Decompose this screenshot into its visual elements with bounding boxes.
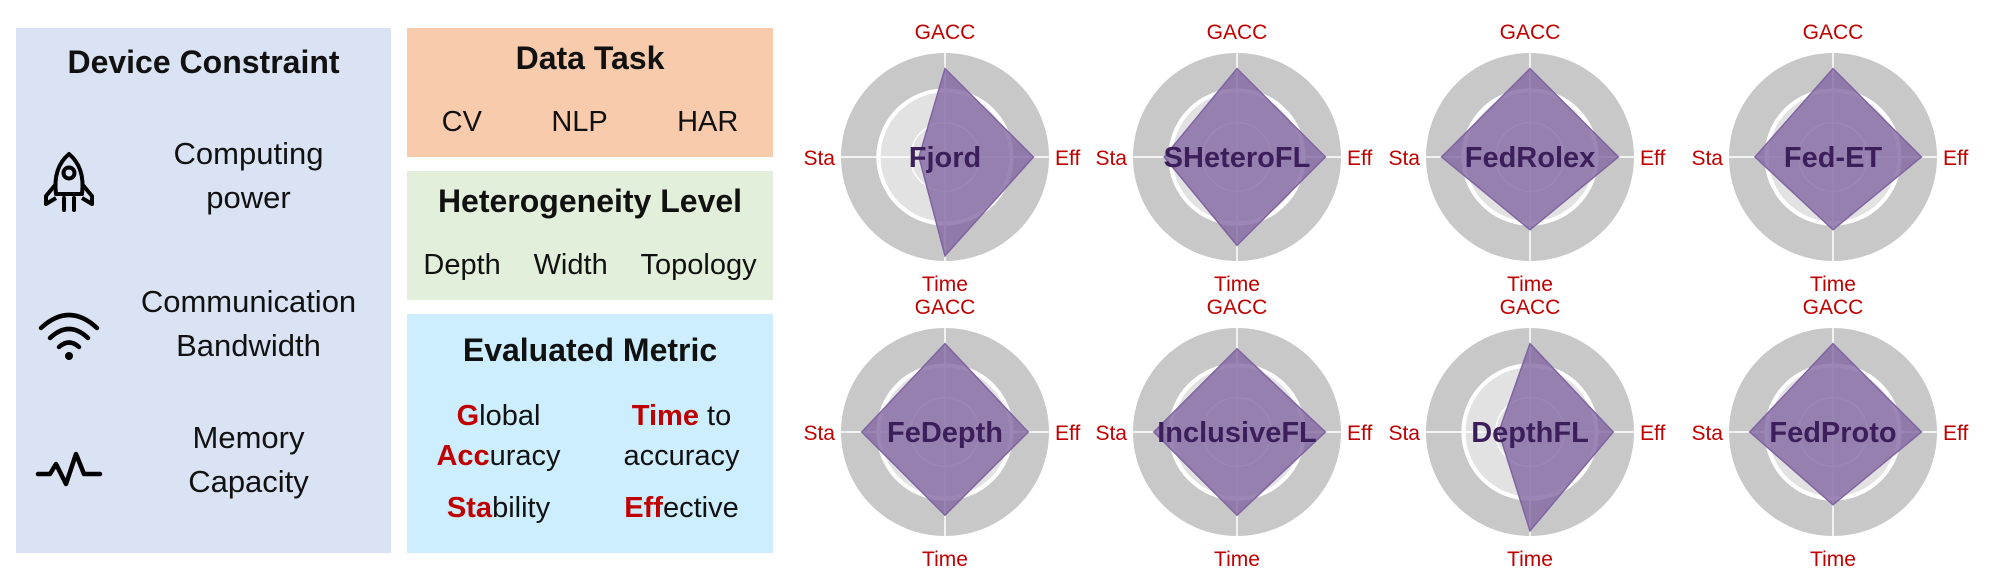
heterogeneity-level-panel: Heterogeneity Level Depth Width Topology <box>407 171 773 300</box>
radar-axis-label-eff: Eff <box>1055 422 1080 445</box>
radar-axis-label-eff: Eff <box>1055 147 1080 170</box>
radar-axis-label-eff: Eff <box>1347 422 1372 445</box>
radar-axis-label-time: Time <box>1810 273 1856 296</box>
task-item-nlp: NLP <box>551 106 608 138</box>
radar-axis-label-sta: Sta <box>1095 422 1127 445</box>
metric-stability: Stability <box>446 492 551 524</box>
radar-axis-label-time: Time <box>1507 273 1553 296</box>
radar-method-name: DepthFL <box>1471 417 1589 449</box>
radar-axis-label-sta: Sta <box>1691 422 1723 445</box>
evaluated-metric-title: Evaluated Metric <box>462 332 718 368</box>
radar-series-polygon <box>1748 342 1923 506</box>
radar-axis-label-time: Time <box>1214 548 1260 571</box>
radar-axis-label-sta: Sta <box>803 147 835 170</box>
rocket-icon <box>44 152 94 212</box>
device-item-bandwidth: Communication Bandwidth <box>16 280 391 380</box>
radar-method-name: FedRolex <box>1465 142 1596 174</box>
radar-axis-label-gacc: GACC <box>915 21 976 44</box>
radar-series-polygon <box>1498 342 1615 533</box>
radar-method-name: FeDepth <box>887 417 1003 449</box>
device-item-line2: Capacity <box>188 464 309 499</box>
radar-axis-label-sta: Sta <box>1388 422 1420 445</box>
pulse-icon <box>35 451 103 487</box>
device-item-line1: Computing <box>173 136 324 171</box>
device-item-computing: Computing power <box>16 132 391 232</box>
metric-effective: Effective <box>624 492 739 524</box>
radar-axis-label-gacc: GACC <box>1207 296 1268 319</box>
radar-series-polygon <box>1163 67 1327 247</box>
radar-series-polygon <box>860 342 1030 517</box>
radar-axis-label-time: Time <box>1507 548 1553 571</box>
radar-axis-label-gacc: GACC <box>1500 296 1561 319</box>
radar-method-name: Fjord <box>909 142 982 174</box>
radar-axis-label-time: Time <box>1214 273 1260 296</box>
radar-method-name: SHeteroFL <box>1164 142 1311 174</box>
task-item-cv: CV <box>441 106 482 138</box>
evaluated-metric-panel: Evaluated Metric Global Accuracy Time to… <box>407 314 773 553</box>
radar-axis-label-eff: Eff <box>1640 422 1665 445</box>
radar-axis-label-sta: Sta <box>1691 147 1723 170</box>
radar-axis-label-sta: Sta <box>1095 147 1127 170</box>
radar-axis-label-eff: Eff <box>1347 147 1372 170</box>
radar-axis-label-gacc: GACC <box>915 296 976 319</box>
radar-method-name: Fed-ET <box>1784 142 1883 174</box>
radar-series-polygon <box>1440 67 1620 231</box>
radar-axis-label-gacc: GACC <box>1500 21 1561 44</box>
radar-axis-label-gacc: GACC <box>1803 21 1864 44</box>
radar-method-name: FedProto <box>1769 417 1896 449</box>
radar-axis-label-eff: Eff <box>1943 147 1968 170</box>
device-item-line1: Communication <box>140 284 357 319</box>
device-item-memory: Memory Capacity <box>16 416 391 516</box>
radar-series-polygon <box>918 67 1035 258</box>
device-item-line2: power <box>206 180 291 215</box>
metric-time-to-accuracy: Time to accuracy <box>623 400 740 472</box>
radar-series-polygon <box>1152 347 1327 517</box>
radar-axis-label-gacc: GACC <box>1207 21 1268 44</box>
radar-series-polygon <box>1753 67 1923 231</box>
radar-method-name: InclusiveFL <box>1157 417 1317 449</box>
device-item-line1: Memory <box>192 420 305 455</box>
radar-axis-label-eff: Eff <box>1640 147 1665 170</box>
device-item-line2: Bandwidth <box>176 328 321 363</box>
wifi-icon <box>38 312 100 360</box>
data-task-panel: Data Task CV NLP HAR <box>407 28 773 157</box>
radar-axis-label-sta: Sta <box>1388 147 1420 170</box>
task-item-har: HAR <box>677 106 739 138</box>
radar-axis-label-eff: Eff <box>1943 422 1968 445</box>
hetero-item-topology: Topology <box>640 249 757 281</box>
radar-axis-label-gacc: GACC <box>1803 296 1864 319</box>
hetero-item-depth: Depth <box>423 249 501 281</box>
hetero-item-width: Width <box>533 249 608 281</box>
device-constraint-panel: Device Constraint Computing power Commun… <box>16 28 391 553</box>
metric-global-accuracy: Global Accuracy <box>436 400 561 472</box>
radar-axis-label-time: Time <box>922 548 968 571</box>
heterogeneity-level-title: Heterogeneity Level <box>437 183 743 219</box>
radar-axis-label-time: Time <box>1810 548 1856 571</box>
radar-axis-label-time: Time <box>922 273 968 296</box>
radar-axis-label-sta: Sta <box>803 422 835 445</box>
device-constraint-title: Device Constraint <box>67 44 340 80</box>
data-task-title: Data Task <box>515 40 665 76</box>
